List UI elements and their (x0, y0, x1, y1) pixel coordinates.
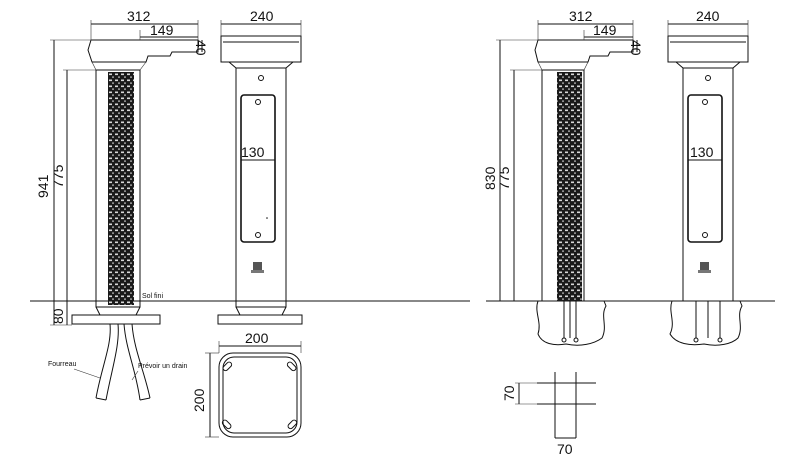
dim-40-right: 40 (628, 40, 644, 56)
column-body (95, 69, 141, 308)
sleeve-label: Fourreau (48, 361, 77, 368)
concrete-footing (536, 300, 607, 346)
dim-941: 941 (35, 174, 51, 198)
dim-775-right: 775 (496, 166, 512, 190)
fountain-head-right (534, 39, 634, 63)
dim-80: 80 (50, 308, 66, 324)
dim-base-200-h: 200 (191, 388, 207, 412)
logo-icon-right (698, 262, 711, 273)
right-side-view: 312 149 40 830 775 (482, 8, 775, 346)
dim-grid-70-h: 70 (557, 441, 573, 457)
dim-149: 149 (150, 22, 174, 38)
fountain-head (87, 39, 199, 63)
logo-icon (251, 262, 264, 273)
dim-grid-70-v: 70 (501, 385, 517, 401)
dim-240: 240 (250, 8, 274, 24)
base-plate (71, 314, 161, 325)
base-plate-outline (218, 352, 302, 438)
dim-130-right: 130 (690, 144, 714, 160)
left-front-view: 130 240 (217, 8, 303, 325)
front-head (220, 35, 302, 63)
sleeve-duct (95, 323, 111, 399)
dim-40: 40 (193, 40, 209, 56)
right-front-view: 130 240 (667, 8, 749, 346)
anchor-grid-plan: 70 70 (501, 372, 596, 457)
dim-149-right: 149 (593, 22, 617, 38)
front-head-right (667, 35, 749, 63)
dim-base-200-w: 200 (245, 330, 269, 346)
dim-240-right: 240 (696, 8, 720, 24)
drain-label: Prévoir un drain (138, 363, 188, 370)
left-side-view: Fourreau Prévoir un drain Sol fini 312 1… (30, 8, 470, 401)
base-plate-plan: 200 200 (191, 330, 302, 438)
front-column (235, 67, 287, 308)
dim-312: 312 (127, 8, 151, 24)
drain-duct (123, 323, 141, 401)
perforated-panel (108, 72, 134, 305)
ground-label: Sol fini (142, 293, 163, 300)
dim-830: 830 (482, 166, 498, 190)
dim-775: 775 (50, 164, 66, 188)
front-panel (240, 94, 276, 243)
dim-130: 130 (241, 144, 265, 160)
dim-312-right: 312 (569, 8, 593, 24)
